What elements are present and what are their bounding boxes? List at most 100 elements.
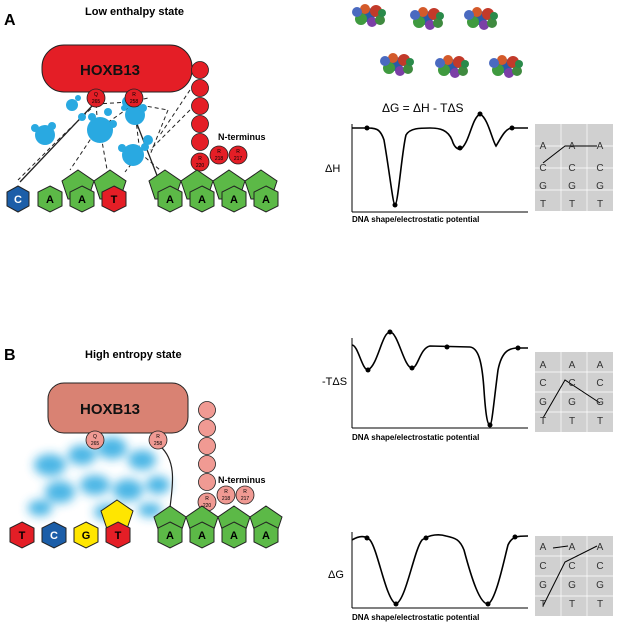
svg-text:C: C	[596, 378, 603, 389]
svg-text:G: G	[596, 580, 604, 591]
plot-tds-ylabel: -TΔS	[322, 376, 347, 388]
residue-q265-b: Q 265	[85, 430, 105, 450]
svg-text:218: 218	[222, 496, 231, 502]
base-b-3	[73, 521, 99, 549]
base-a-2	[37, 185, 63, 213]
base-a-6	[189, 185, 215, 213]
base-a-1	[6, 185, 30, 213]
svg-text:C: C	[596, 163, 603, 174]
base-b-5	[157, 521, 183, 549]
residue-q265-a: Q 265	[86, 88, 106, 108]
residue-r218-b: R 218	[216, 485, 236, 505]
base-b-6	[189, 521, 215, 549]
plot-tds-point	[365, 367, 371, 373]
svg-text:R: R	[132, 92, 136, 98]
plot-dh-curve	[352, 113, 528, 206]
svg-text:G: G	[539, 580, 547, 591]
svg-text:265: 265	[91, 441, 100, 447]
svg-text:Q: Q	[94, 92, 98, 98]
svg-text:T: T	[111, 194, 118, 206]
plot-dh-point	[477, 111, 483, 117]
plot-tds-point	[487, 422, 493, 428]
svg-text:G: G	[568, 397, 576, 408]
svg-text:T: T	[115, 530, 122, 542]
plot-dg-xlabel: DNA shape/electrostatic potential	[352, 613, 479, 622]
residue-r218-a: R 218	[209, 145, 229, 165]
dna-bases-a	[6, 185, 279, 213]
svg-text:A: A	[230, 530, 238, 542]
svg-text:220: 220	[196, 163, 205, 169]
svg-text:A: A	[597, 141, 604, 152]
panel-b-label: B	[4, 347, 16, 364]
svg-text:258: 258	[130, 99, 139, 105]
svg-text:R: R	[243, 489, 247, 495]
base-b-8	[253, 521, 279, 549]
svg-text:G: G	[539, 181, 547, 192]
plot-dg-point	[393, 601, 399, 607]
svg-text:C: C	[568, 378, 575, 389]
plot-tds: -TΔS DNA shape/electrostatic potential	[322, 329, 528, 442]
plot-tds-curve	[351, 331, 528, 426]
svg-text:C: C	[568, 561, 575, 572]
svg-text:A: A	[540, 360, 547, 371]
dna-bases-b	[9, 521, 279, 549]
base-a-7	[221, 185, 247, 213]
svg-text:C: C	[539, 163, 546, 174]
water-cloud	[28, 437, 170, 520]
plot-dg-point	[423, 535, 429, 541]
plot-dh: ΔH DNA shape/electrostatic potential	[325, 111, 528, 224]
base-a-4	[101, 185, 127, 213]
svg-text:A: A	[569, 141, 576, 152]
svg-text:G: G	[568, 181, 576, 192]
plot-dh-point	[392, 202, 398, 208]
base-b-1	[9, 521, 35, 549]
plot-tds-xlabel: DNA shape/electrostatic potential	[352, 433, 479, 442]
svg-text:Q: Q	[93, 434, 97, 440]
base-b-7	[221, 521, 247, 549]
n-terminus-label-b: N-terminus	[218, 475, 266, 485]
n-terminus-label-a: N-terminus	[218, 132, 266, 142]
residue-r217-a: R 217	[228, 145, 248, 165]
svg-text:C: C	[568, 163, 575, 174]
plot-tds-point	[387, 329, 393, 335]
svg-text:R: R	[198, 156, 202, 162]
plot-dh-ylabel: ΔH	[325, 163, 340, 175]
svg-text:A: A	[540, 141, 547, 152]
svg-text:T: T	[19, 530, 26, 542]
svg-text:G: G	[596, 397, 604, 408]
plot-dg-point	[512, 534, 518, 540]
base-a-8	[253, 185, 279, 213]
svg-text:A: A	[166, 530, 174, 542]
svg-text:R: R	[205, 496, 209, 502]
dna-base-letters-a: C A A T A A A A	[14, 194, 270, 206]
svg-text:T: T	[569, 199, 575, 210]
svg-text:220: 220	[203, 503, 212, 509]
base-a-5	[157, 185, 183, 213]
plot-tds-point	[444, 344, 450, 350]
plot-dg: ΔG DNA shape/electrostatic potential	[328, 532, 529, 622]
svg-text:A: A	[569, 360, 576, 371]
svg-text:265: 265	[92, 99, 101, 105]
svg-text:C: C	[596, 561, 603, 572]
svg-text:C: C	[50, 530, 58, 542]
plot-dg-point	[485, 601, 491, 607]
svg-text:218: 218	[215, 156, 224, 162]
svg-text:C: C	[539, 378, 546, 389]
svg-text:R: R	[236, 149, 240, 155]
plot-dg-curve	[351, 534, 529, 605]
free-energy-equation: ΔG = ΔH - TΔS	[382, 101, 464, 115]
panel-b-schematic: HOXB13 Q 265 R 258 R 220 R 218	[9, 382, 283, 549]
svg-text:258: 258	[154, 441, 163, 447]
svg-text:R: R	[156, 434, 160, 440]
svg-text:A: A	[198, 530, 206, 542]
svg-text:R: R	[217, 149, 221, 155]
panel-b-title: High entropy state	[85, 349, 182, 361]
svg-text:A: A	[230, 194, 238, 206]
residue-r217-b: R 217	[235, 485, 255, 505]
svg-text:G: G	[539, 397, 547, 408]
svg-text:A: A	[540, 542, 547, 553]
svg-text:C: C	[14, 194, 22, 206]
